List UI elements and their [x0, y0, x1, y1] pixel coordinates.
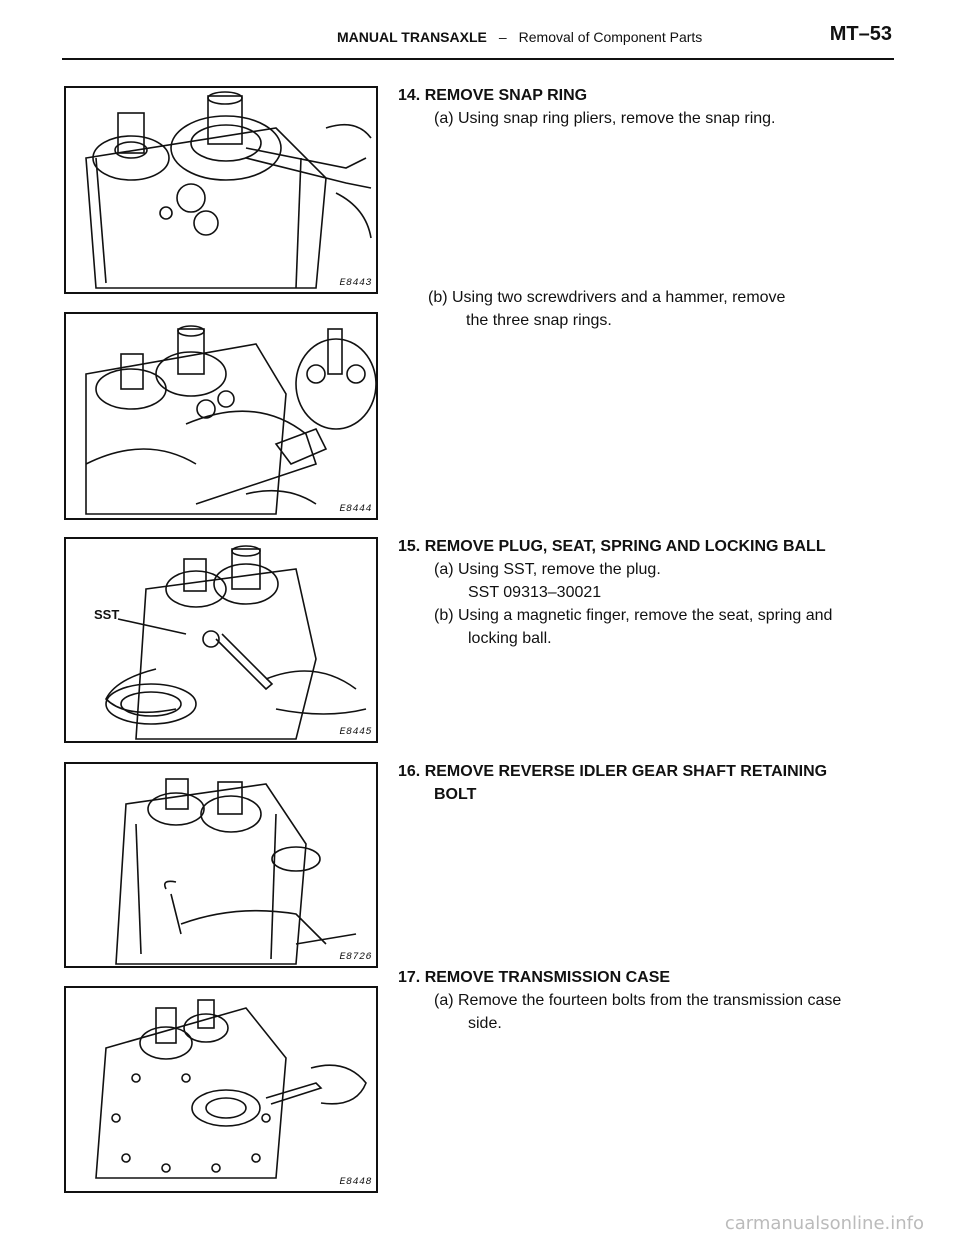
header-section: MANUAL TRANSAXLE: [337, 29, 487, 45]
step-16-title-line1: 16. REMOVE REVERSE IDLER GEAR SHAFT RETA…: [398, 763, 828, 780]
figure-code: E8443: [339, 278, 372, 289]
figure-idler-gear-bolt: E8726: [64, 762, 378, 968]
figure-code: E8444: [339, 504, 372, 515]
step-14-b: (b) Using two screwdrivers and a hammer,…: [428, 286, 785, 332]
step-16: 16. REMOVE REVERSE IDLER GEAR SHAFT RETA…: [398, 760, 827, 806]
step-15-a: (a) Using SST, remove the plug.: [434, 561, 661, 578]
running-header: MANUAL TRANSAXLE–Removal of Component Pa…: [337, 29, 702, 45]
figure-code: E8445: [339, 727, 372, 738]
step-16-title-line2: BOLT: [434, 786, 477, 803]
step-15-b-line1: (b) Using a magnetic finger, remove the …: [434, 607, 833, 624]
idler-bolt-wrench-illustration-icon: [115, 778, 357, 965]
step-15-b-line2: locking ball.: [468, 630, 552, 647]
step-17-a-line1: (a) Remove the fourteen bolts from the t…: [434, 992, 842, 1009]
step-14: 14. REMOVE SNAP RING (a) Using snap ring…: [398, 84, 776, 130]
figure-sst-plug: SST E8445: [64, 537, 378, 743]
snap-ring-pliers-illustration-icon: [85, 91, 372, 289]
figure-code: E8448: [339, 1177, 372, 1188]
step-14-b-line2: the three snap rings.: [466, 312, 612, 329]
step-15-sst: SST 09313–30021: [468, 584, 602, 601]
step-15: 15. REMOVE PLUG, SEAT, SPRING AND LOCKIN…: [398, 535, 832, 650]
figure-snap-ring-pliers: E8443: [64, 86, 378, 294]
step-17-a-line2: side.: [468, 1015, 502, 1032]
page-number: MT–53: [829, 23, 892, 45]
header-separator: –: [498, 29, 507, 45]
step-17-title: 17. REMOVE TRANSMISSION CASE: [398, 969, 671, 986]
step-14-b-line1: (b) Using two screwdrivers and a hammer,…: [428, 289, 786, 306]
step-14-a: (a) Using snap ring pliers, remove the s…: [434, 110, 776, 127]
watermark: carmanualsonline.info: [724, 1213, 924, 1234]
header-rule: [62, 58, 894, 60]
sst-plug-wrench-illustration-icon: [105, 545, 367, 740]
figure-screwdrivers-hammer: E8444: [64, 312, 378, 520]
case-bolts-wrench-illustration-icon: [95, 999, 367, 1179]
figure-code: E8726: [339, 952, 372, 963]
step-17: 17. REMOVE TRANSMISSION CASE (a) Remove …: [398, 966, 841, 1035]
step-14-title: 14. REMOVE SNAP RING: [398, 87, 588, 104]
figure-transmission-case-bolts: E8448: [64, 986, 378, 1193]
screwdriver-hammer-illustration-icon: [85, 325, 376, 515]
sst-callout-label: SST: [94, 607, 120, 622]
header-subsection: Removal of Component Parts: [518, 29, 703, 45]
step-15-title: 15. REMOVE PLUG, SEAT, SPRING AND LOCKIN…: [398, 538, 826, 555]
